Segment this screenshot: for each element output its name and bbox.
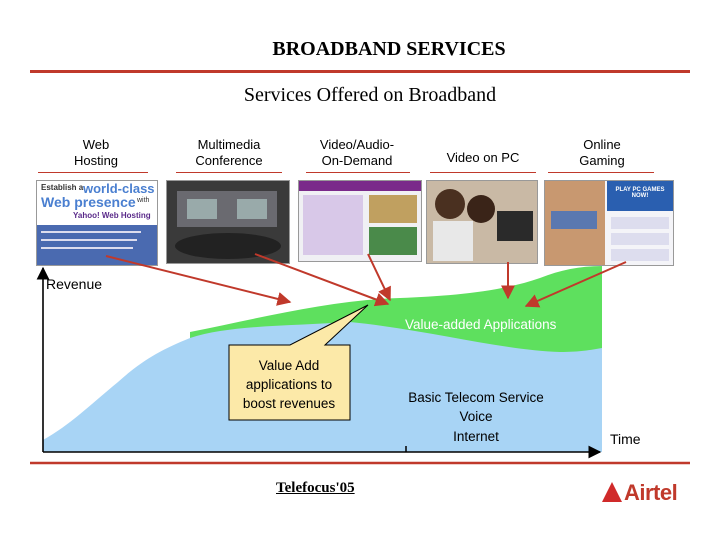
thumb-list-item	[611, 217, 669, 229]
callout-line: Value Add	[258, 358, 320, 373]
thumb-line	[41, 247, 133, 249]
service-underline	[306, 172, 410, 173]
thumb-panel	[303, 195, 363, 255]
voice-label: Voice	[459, 409, 493, 424]
service-video-on-pc: Video on PC	[428, 150, 538, 166]
service-label: Multimedia Conference	[195, 137, 263, 168]
title-divider	[30, 70, 690, 73]
thumb-monitor	[497, 211, 533, 241]
thumb-text: Yahoo! Web Hosting	[73, 211, 151, 220]
thumb-banner	[607, 181, 673, 211]
service-label: Video on PC	[446, 150, 520, 165]
thumb-text: Web presence	[41, 194, 136, 210]
service-underline	[548, 172, 654, 173]
callout-line: applications to	[245, 377, 333, 392]
footer-event-name: Telefocus'05	[276, 480, 355, 496]
service-label: Web Hosting	[73, 137, 119, 168]
y-axis-label: Revenue	[46, 276, 103, 292]
thumb-person	[435, 189, 465, 219]
thumb-panel	[369, 195, 417, 223]
callout-bubble	[228, 304, 369, 421]
internet-label: Internet	[453, 429, 499, 444]
service-multimedia-conference: Multimedia Conference	[176, 137, 282, 169]
thumb-panel	[369, 227, 417, 255]
service-online-gaming: Online Gaming	[552, 137, 652, 169]
thumb-line	[41, 231, 141, 233]
basic-telecom-label: Basic Telecom Service	[408, 390, 544, 405]
online-gaming-thumbnail: PLAY PC GAMES NOW!	[544, 180, 674, 266]
video-on-pc-thumbnail	[426, 180, 538, 264]
thumb-table	[175, 233, 281, 259]
x-axis-label: Time	[610, 431, 641, 447]
callout-line: boost revenues	[242, 396, 336, 411]
thumb-screen	[237, 199, 267, 219]
thumb-text: with	[137, 197, 150, 204]
service-underline	[430, 172, 536, 173]
thumb-list-item	[611, 249, 669, 261]
arrow-video-on-demand	[367, 253, 391, 302]
thumb-screen	[187, 199, 217, 219]
thumb-logo	[551, 211, 597, 229]
arrow-web-hosting	[105, 255, 292, 306]
arrow-online-gaming	[524, 261, 627, 308]
service-label: Online Gaming	[579, 137, 625, 168]
thumb-list-item	[611, 233, 669, 245]
arrow-conference	[254, 253, 390, 307]
thumb-clothes	[433, 221, 473, 261]
service-underline	[176, 172, 282, 173]
thumb-text: world-class	[83, 181, 155, 196]
service-label: Video/Audio- On-Demand	[319, 137, 395, 168]
thumb-text: PLAY PC GAMES NOW!	[615, 187, 665, 199]
airtel-logo: Airtel	[602, 478, 686, 506]
service-underline	[38, 172, 148, 173]
value-added-label: Value-added Applications	[405, 317, 557, 332]
video-on-demand-thumbnail	[298, 180, 422, 262]
slide-title: BROADBAND SERVICES	[272, 38, 506, 60]
thumb-line	[41, 239, 137, 241]
slide-subtitle: Services Offered on Broadband	[243, 84, 497, 106]
callout-text: Value Add applications to boost revenues	[229, 356, 349, 413]
logo-mark-icon	[602, 482, 622, 502]
conference-room-thumbnail	[166, 180, 290, 264]
thumb-person	[467, 195, 495, 223]
logo-text: Airtel	[624, 480, 678, 505]
service-video-audio-on-demand: Video/Audio- On-Demand	[302, 137, 412, 169]
thumb-text: Establish a	[41, 183, 84, 192]
service-web-hosting: Web Hosting	[48, 137, 144, 169]
web-hosting-thumbnail: Establish a world-class Web presence wit…	[36, 180, 158, 266]
thumb-header	[299, 181, 421, 191]
